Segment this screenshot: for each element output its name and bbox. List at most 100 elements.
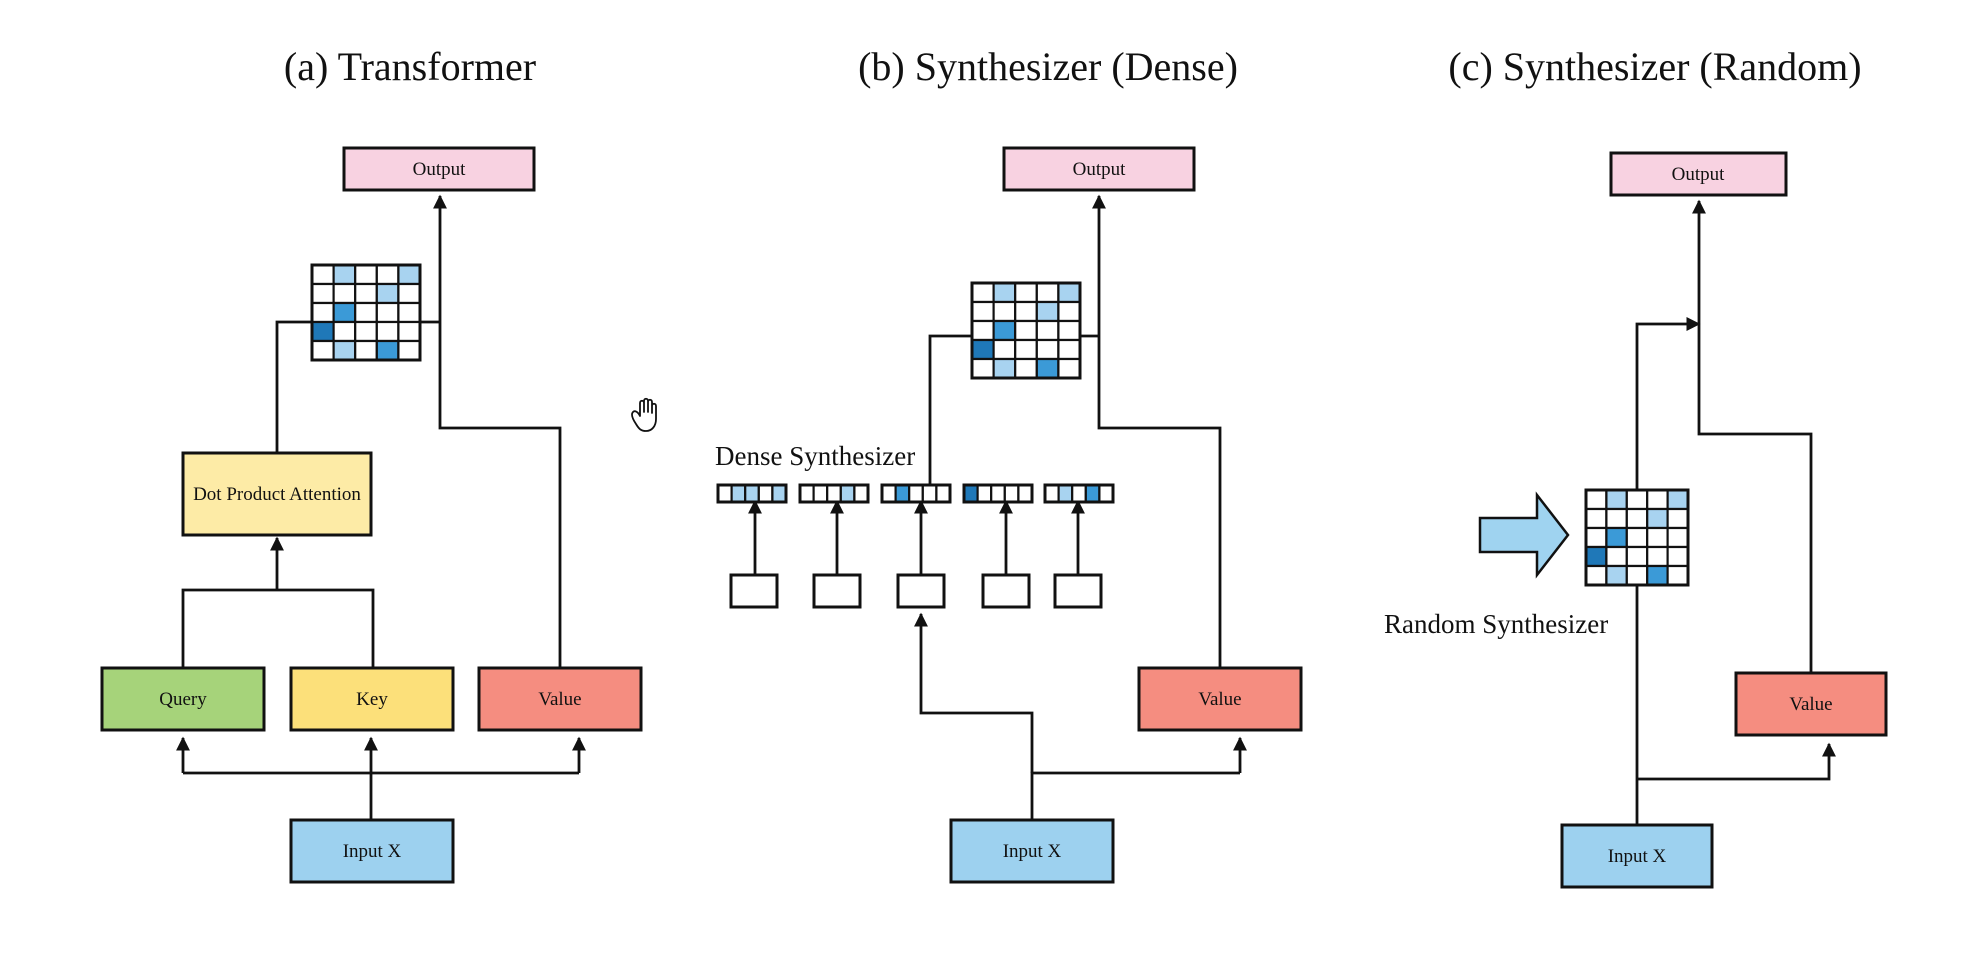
matrix-cell xyxy=(992,338,1017,361)
synthesized-row-vector xyxy=(880,483,952,504)
panel-title-random: (c) Synthesizer (Random) xyxy=(1448,44,1861,89)
row-vector-cell xyxy=(730,483,747,504)
key-label: Key xyxy=(356,689,388,710)
input-node: Input X xyxy=(1560,823,1714,889)
matrix-cell xyxy=(397,282,422,305)
value-node: Value xyxy=(477,666,643,732)
value-to-output-connector xyxy=(1092,194,1222,668)
value-box xyxy=(1137,666,1303,732)
row-vector-cell xyxy=(1003,483,1020,504)
matrix-cell xyxy=(970,281,995,304)
attention-matrix xyxy=(1584,488,1690,587)
matrix-cell xyxy=(1646,507,1669,530)
attention-matrix xyxy=(310,263,422,362)
matrix-cell xyxy=(354,339,378,362)
matrix-cell xyxy=(970,357,995,380)
value-node: Value xyxy=(1137,666,1303,732)
output-box xyxy=(1609,151,1788,197)
query-key-merge-connector xyxy=(181,588,375,668)
matrix-cell xyxy=(332,282,357,305)
matrix-cell xyxy=(1035,319,1060,342)
projection-unit-5 xyxy=(1053,499,1103,609)
row-vector-cell xyxy=(812,483,829,504)
row-vector-cell xyxy=(880,483,897,504)
row-vector-cell xyxy=(757,483,774,504)
projection-box xyxy=(729,573,779,609)
row-vector-cell xyxy=(1098,483,1115,504)
matrix-cell xyxy=(1035,338,1060,361)
input-box xyxy=(289,818,455,884)
panel-dense-synthesizer: (b) Synthesizer (Dense) Output Value Inp… xyxy=(715,44,1303,884)
projection-box xyxy=(1053,573,1103,609)
attention-matrix xyxy=(970,281,1082,380)
matrix-to-output-connector xyxy=(1635,317,1701,490)
matrix-cell xyxy=(970,319,995,342)
matrix-cell xyxy=(310,282,335,305)
matrix-cell xyxy=(1014,300,1038,323)
value-box xyxy=(477,666,643,732)
output-node: Output xyxy=(1609,151,1788,197)
row-vector-cell xyxy=(826,483,842,504)
synthesized-row-vector xyxy=(1043,483,1115,504)
matrix-cell xyxy=(354,263,378,286)
value-to-output-connector xyxy=(433,194,562,668)
output-box xyxy=(342,146,536,192)
matrix-cell xyxy=(397,301,422,324)
matrix-cell xyxy=(1014,281,1038,304)
branch-to-value-connector xyxy=(1637,742,1836,781)
row-vector-cell xyxy=(798,483,815,504)
row-vector-cell xyxy=(853,483,870,504)
row-vector-cell xyxy=(921,483,938,504)
matrix-cell xyxy=(1584,488,1608,511)
value-label: Value xyxy=(538,689,581,710)
row-vector-border xyxy=(798,483,870,504)
projection-unit-4 xyxy=(981,499,1031,609)
matrix-cell xyxy=(1646,545,1669,568)
input-label: Input X xyxy=(1608,846,1667,867)
matrix-cell xyxy=(1584,545,1608,568)
row-vector-cell xyxy=(976,483,993,504)
synthesized-row-vector xyxy=(798,483,870,504)
key-node: Key xyxy=(289,666,455,732)
dot-product-attention-label: Dot Product Attention xyxy=(193,484,361,505)
query-box xyxy=(100,666,266,732)
dot-product-attention-box xyxy=(181,451,373,537)
matrix-cell xyxy=(375,339,400,362)
query-label: Query xyxy=(159,689,207,710)
matrix-cell xyxy=(1035,281,1060,304)
attention-to-matrix-connector xyxy=(275,320,316,452)
matrix-cell xyxy=(397,339,422,362)
synthesizer-to-matrix-connector xyxy=(928,334,972,487)
matrix-cell xyxy=(1666,526,1690,549)
input-label: Input X xyxy=(1003,841,1062,862)
projection-box xyxy=(981,573,1031,609)
dot-product-attention-node: Dot Product Attention xyxy=(181,451,373,537)
row-vector-border xyxy=(962,483,1034,504)
matrix-cell xyxy=(1057,300,1082,323)
matrix-cell xyxy=(310,263,335,286)
row-vector-cell xyxy=(990,483,1006,504)
row-vector-cell xyxy=(1071,483,1087,504)
projection-box xyxy=(896,573,946,609)
input-label: Input X xyxy=(343,841,402,862)
panel-random-synthesizer: (c) Synthesizer (Random) Output Value In… xyxy=(1384,44,1888,889)
output-node: Output xyxy=(1002,146,1196,192)
matrix-cell xyxy=(1035,300,1060,323)
matrix-cell xyxy=(397,263,422,286)
matrix-cell xyxy=(1057,338,1082,361)
row-vector-cell xyxy=(1057,483,1074,504)
output-label: Output xyxy=(413,159,467,180)
matrix-cell xyxy=(970,300,995,323)
matrix-cell xyxy=(1625,488,1649,511)
key-box xyxy=(289,666,455,732)
matrix-cell xyxy=(1584,526,1608,549)
output-box xyxy=(1002,146,1196,192)
matrix-cell xyxy=(1625,564,1649,587)
matrix-cell xyxy=(1666,507,1690,530)
matrix-cell xyxy=(1666,488,1690,511)
matrix-cell xyxy=(375,282,400,305)
matrix-cell xyxy=(1605,507,1628,530)
random-synthesizer-arrow-icon xyxy=(1478,491,1570,579)
matrix-border xyxy=(1584,488,1690,587)
output-node: Output xyxy=(342,146,536,192)
